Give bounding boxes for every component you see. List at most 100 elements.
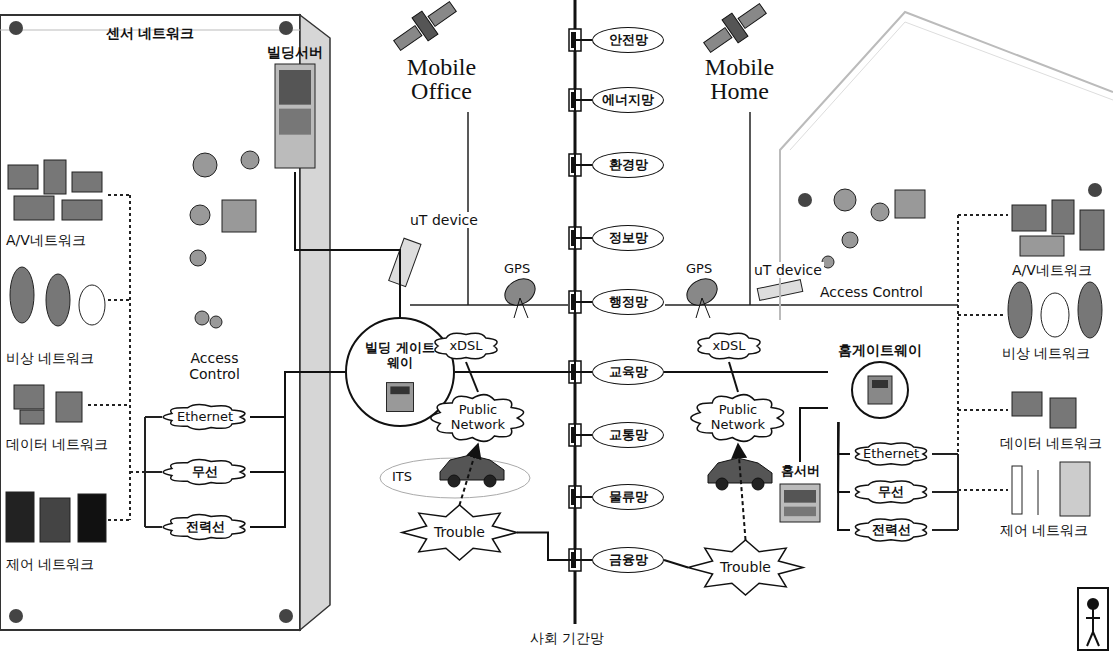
node-text: 빌딩 게이트웨이 [360,341,440,371]
drawing-line [957,454,959,530]
drawing-circle [241,151,259,169]
connector [729,362,738,392]
drawing-rect [1080,210,1104,250]
drawing-rect [40,498,70,542]
drawing-rect [20,410,44,424]
drawing-circle [193,153,217,177]
drawing-g [88,195,145,520]
text-label: ITS [390,470,414,485]
node-text: 무선 [192,465,218,480]
connector [466,362,478,392]
drawing-rect [0,15,300,630]
server-node: 홈서버 [772,462,828,526]
drawing-rect [44,160,66,194]
drawing-line [145,526,162,528]
text-label: 데이터 네트워크 [998,435,1104,451]
node-text: Public Network [703,403,773,433]
drawing-line [520,298,528,318]
connector [575,40,592,100]
drawing-line [88,404,130,406]
node-text: Trouble [434,524,485,540]
drawing-circle [871,203,889,221]
drawing-rect [428,2,456,27]
connector [250,372,345,417]
drawing-circle [1088,599,1098,609]
oval-node: 행정망 [592,289,664,315]
drawing-g [389,238,803,300]
oval-node: 안전망 [592,27,664,53]
connector [517,533,592,561]
drawing-line [108,519,130,521]
drawing-line [1086,617,1100,619]
drawing-rect [895,190,925,218]
drawing-rect [6,492,34,542]
connector [800,408,828,462]
drawing-line [1087,632,1093,646]
node-text: 빌딩서버 [267,44,323,60]
node-text: 금융망 [609,553,648,568]
node-text: 무선 [878,485,904,500]
connector [575,497,592,560]
drawing-rect [394,26,422,51]
node-text: xDSL [449,339,482,354]
connector [575,165,592,238]
drawing-rect [1012,392,1042,416]
drawing-ellipse [79,285,105,325]
drawing-rect [389,238,421,286]
cloud-node: Ethernet [850,440,932,468]
drawing-line [932,453,958,455]
node-text: 물류망 [609,490,648,505]
drawing-ellipse [500,274,540,311]
drawing-circle [195,311,209,325]
bldg-node: 센서 네트워크Ethernet무선전력선 [0,15,300,630]
drawing-rect [62,200,102,220]
text-label: uT device [408,212,480,228]
cloud-node: Public Network [688,392,788,444]
drawing-g [1078,588,1108,650]
connector [250,372,345,472]
connector [838,422,850,530]
node-text: 홈서버 [781,464,820,479]
drawing-circle [279,609,293,623]
cloud-node: 전력선 [160,512,250,542]
oval-node: 물류망 [592,484,664,510]
drawing-line [1038,470,1039,515]
drawing-line [958,489,1008,491]
drawing-rect [1078,588,1108,650]
text-label: Mobile Home [690,55,789,103]
cloud-node: 전력선 [850,516,932,544]
drawing-g [145,417,162,527]
drawing-g [389,0,461,57]
text-label: GPS [684,262,714,277]
cloud-node: Public Network [428,392,528,444]
node-text: 전력선 [872,523,911,538]
server-shape [245,42,345,172]
drawing-rect [72,172,102,192]
drawing-circle [484,475,496,487]
drawing-g [410,112,958,305]
drawing-line [932,529,958,531]
drawing-circle [716,478,728,490]
text-label: 제어 네트워크 [4,556,96,572]
drawing-g [932,454,958,530]
connector [575,238,592,302]
drawing-rect [1020,236,1064,256]
text-label: 비상 네트워크 [4,350,96,366]
text-label: uT device [752,262,824,278]
node-text: xDSL [712,339,745,354]
text-label: Access Control [175,350,254,382]
drawing-line [410,304,568,306]
cloud-node: xDSL [430,330,502,362]
drawing-polyline [780,12,1113,320]
text-label: 데이터 네트워크 [4,436,110,452]
node-text: Ethernet [177,410,233,425]
drawing-line [145,416,162,418]
drawing-circle [752,478,764,490]
drawing-ellipse [682,274,722,311]
text-label: A/V네트워크 [1010,262,1094,278]
node-text: Public Network [443,403,513,433]
drawing-ellipse [1041,293,1069,337]
